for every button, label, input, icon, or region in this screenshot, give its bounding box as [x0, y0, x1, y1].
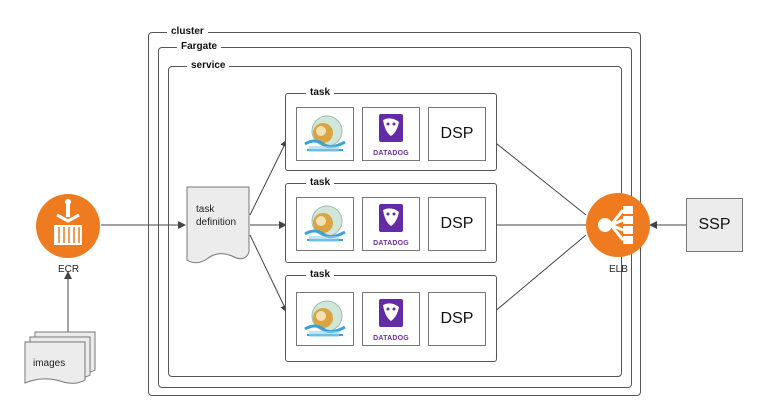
fluentd-box-2: [296, 197, 354, 251]
ssp-label: SSP: [698, 216, 731, 233]
task-definition-line2: definition: [196, 217, 237, 228]
service-label: service: [187, 59, 230, 73]
ecr-label: ECR: [58, 264, 80, 275]
fluentd-icon: [304, 115, 346, 152]
dsp-box-3: DSP: [428, 292, 486, 346]
fluentd-box-3: [296, 292, 354, 346]
fargate-label: Fargate: [177, 40, 222, 54]
datadog-label-1: DATADOG: [373, 150, 409, 157]
datadog-label-2: DATADOG: [373, 240, 409, 247]
dsp-label-2: DSP: [440, 215, 474, 232]
task-2: task DATADOG DSP: [285, 176, 497, 263]
datadog-box-1: DATADOG: [362, 107, 420, 161]
ecr-icon: [35, 193, 101, 259]
dsp-box-1: DSP: [428, 107, 486, 161]
images-label: images: [33, 358, 66, 369]
datadog-box-2: DATADOG: [362, 197, 420, 251]
task-1-label: task: [306, 86, 335, 100]
arrow-taskdef-to-task-3: [249, 234, 288, 313]
cluster-label: cluster: [167, 25, 208, 39]
fluentd-box-1: [296, 107, 354, 161]
datadog-icon: [379, 299, 403, 327]
fluentd-icon: [304, 205, 346, 242]
dsp-label-3: DSP: [440, 310, 474, 327]
arrow-elb-to-dsp-3: [486, 234, 587, 319]
ssp-box: SSP: [686, 198, 743, 252]
task-1: task DATADOG DSP: [285, 86, 497, 171]
datadog-icon: [379, 114, 403, 142]
dsp-label-1: DSP: [440, 125, 474, 142]
task-3: task DATADOG DSP: [285, 268, 497, 362]
dsp-box-2: DSP: [428, 197, 486, 251]
elb-label: ELB: [609, 264, 628, 275]
task-definition-line1: task: [196, 204, 215, 215]
datadog-box-3: DATADOG: [362, 292, 420, 346]
fluentd-icon: [304, 300, 346, 337]
datadog-icon: [379, 204, 403, 232]
datadog-label-3: DATADOG: [373, 335, 409, 342]
arrow-elb-to-dsp-1: [486, 135, 587, 216]
arrow-taskdef-to-task-1: [249, 139, 288, 216]
elb-icon: [585, 192, 651, 258]
task-2-label: task: [306, 176, 335, 190]
task-3-label: task: [306, 268, 335, 282]
